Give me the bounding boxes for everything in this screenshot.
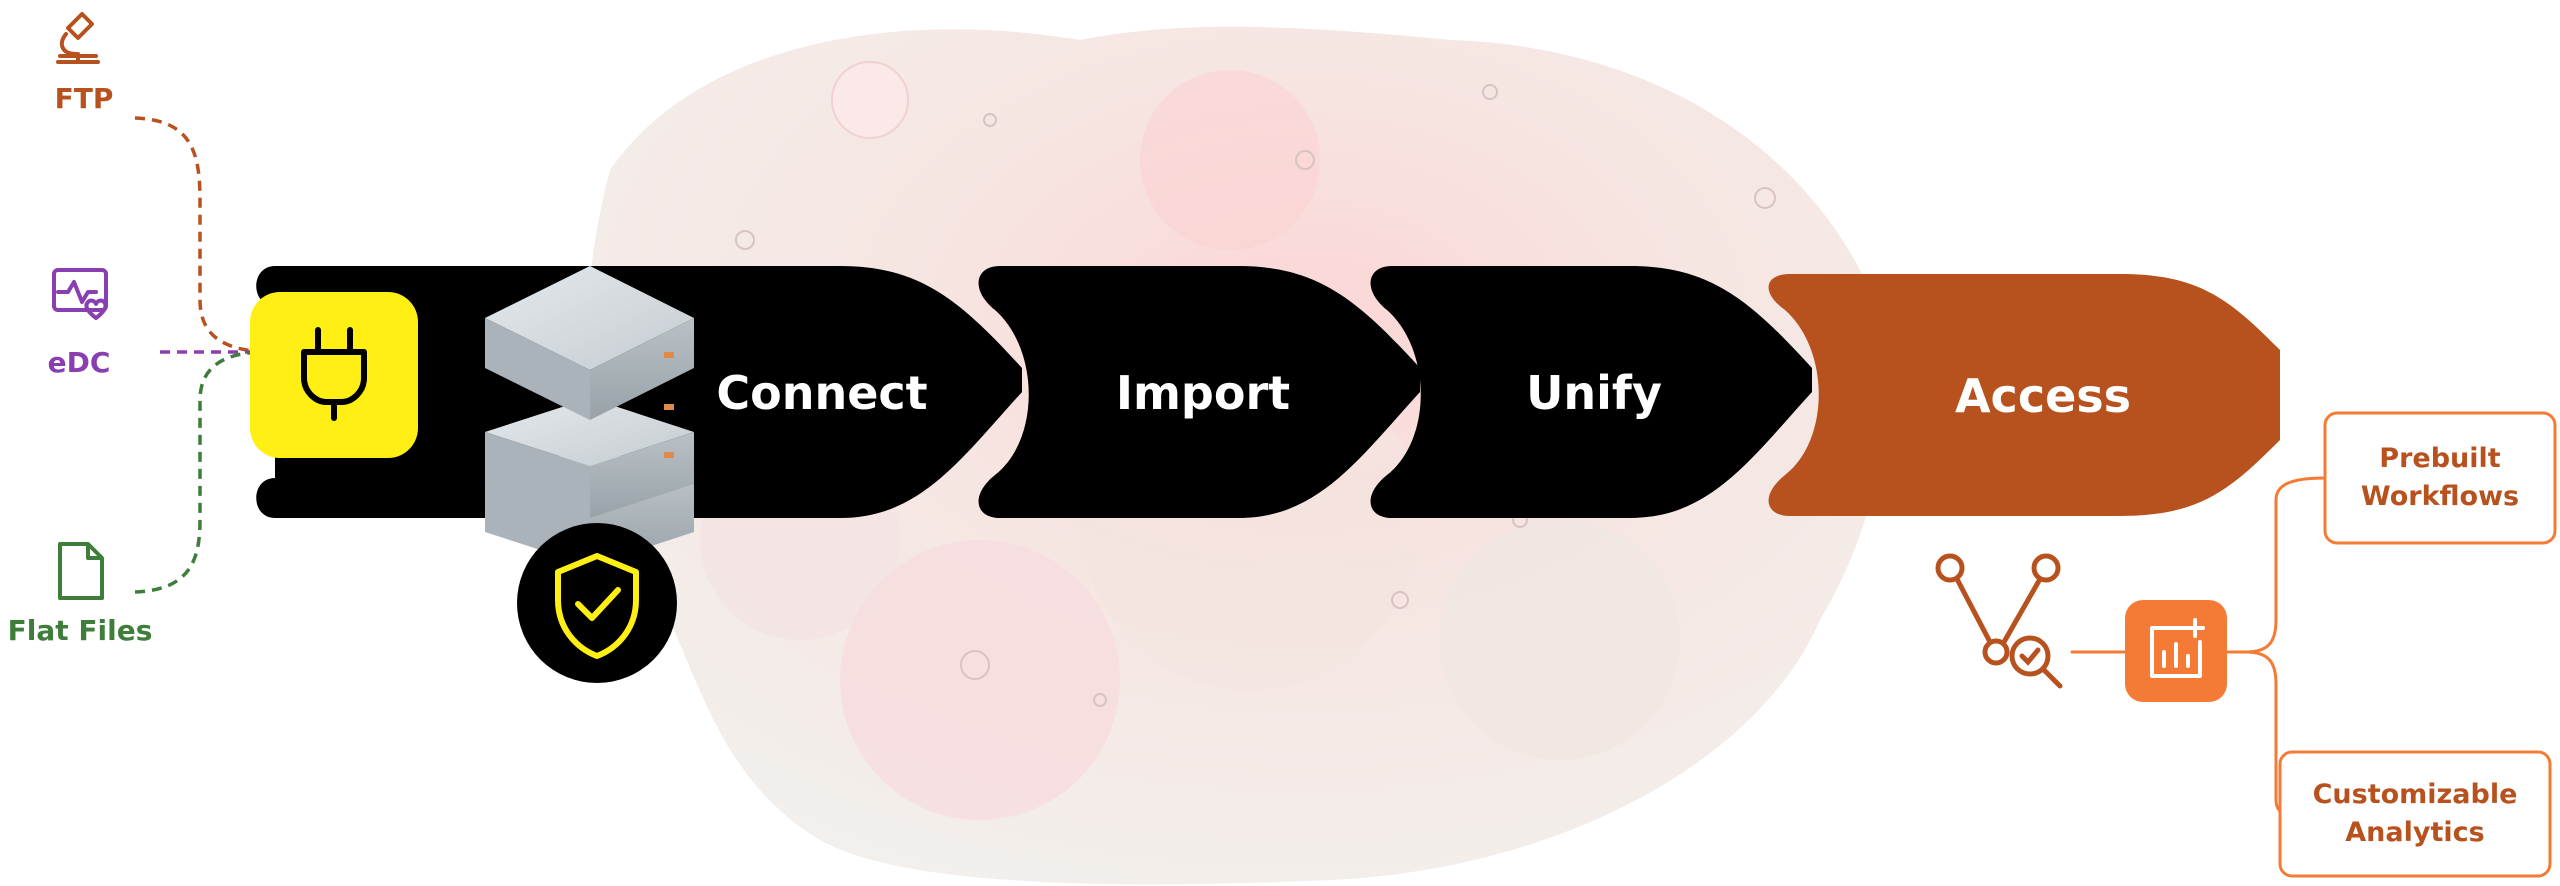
report-add-icon	[2125, 600, 2227, 702]
unify-step	[1370, 266, 1812, 518]
import-step	[978, 266, 1420, 518]
flat-files-connector	[134, 350, 266, 594]
health-monitor-icon	[52, 268, 108, 320]
step-label-access: Access	[1954, 369, 2132, 423]
microscope-icon	[56, 12, 100, 64]
prebuilt-workflows-box	[2323, 411, 2557, 545]
plug-icon	[250, 292, 418, 458]
step-label-unify: Unify	[1526, 366, 1662, 420]
output-label-prebuilt-workflows: Prebuilt Workflows	[2360, 443, 2520, 512]
customizable-analytics-box	[2278, 750, 2552, 878]
ftp-connector	[134, 116, 266, 354]
source-label-flat-files: Flat Files	[7, 614, 153, 647]
network-search-icon	[1935, 553, 2127, 689]
source-label-ftp: FTP	[54, 82, 114, 115]
source-label-edc: eDC	[47, 346, 111, 379]
file-icon	[58, 542, 104, 600]
access-step	[1768, 274, 2280, 516]
step-label-import: Import	[1115, 366, 1291, 420]
step-label-connect: Connect	[716, 366, 928, 420]
output-label-customizable-analytics: Customizable Analytics	[2312, 779, 2518, 848]
shield-check-icon	[517, 523, 677, 683]
